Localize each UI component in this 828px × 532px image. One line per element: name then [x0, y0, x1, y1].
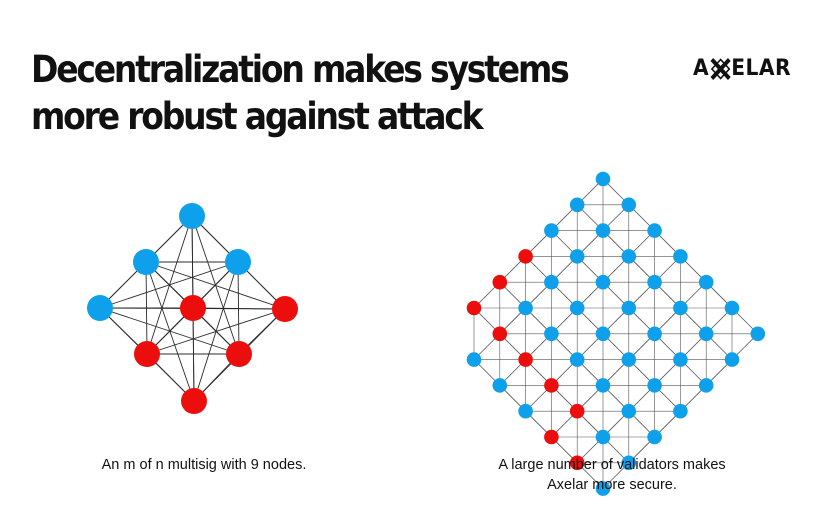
- validator-node: [673, 300, 688, 316]
- malicious-validator-node: [518, 352, 533, 367]
- validator-node: [544, 326, 559, 342]
- malicious-validator-node: [569, 403, 585, 419]
- honest-node: [225, 249, 251, 275]
- malicious-validator-node: [518, 249, 533, 264]
- validator-node: [698, 378, 714, 393]
- validator-node: [621, 455, 637, 471]
- validator-node: [595, 378, 611, 393]
- malicious-validator-node: [492, 274, 508, 290]
- logo-text-elar: ELAR: [731, 56, 792, 81]
- validator-node: [595, 171, 611, 187]
- multisig-edge: [237, 261, 240, 355]
- honest-node: [179, 203, 205, 229]
- validator-node: [647, 378, 662, 393]
- validator-node: [673, 352, 688, 367]
- page-title: Decentralization makes systems more robu…: [31, 46, 571, 140]
- multisig-network: [87, 203, 298, 414]
- validator-node: [595, 326, 611, 342]
- title-line-2: more robust against attack: [31, 94, 484, 138]
- malicious-validator-node: [544, 378, 559, 393]
- validator-node: [544, 223, 559, 238]
- validator-node: [569, 197, 585, 213]
- caption-validators-line-2: Axelar more secure.: [547, 477, 677, 493]
- validator-node: [647, 274, 662, 290]
- caption-validators: A large number of validators makes Axela…: [452, 455, 772, 495]
- validator-node: [698, 274, 714, 290]
- malicious-node: [226, 341, 252, 367]
- validator-node: [492, 378, 508, 393]
- logo-text-a: A: [693, 56, 710, 81]
- validator-node: [647, 326, 662, 342]
- validator-node: [595, 481, 611, 496]
- validator-node: [621, 403, 637, 419]
- validator-node: [595, 274, 611, 290]
- validator-node: [724, 300, 740, 316]
- validator-node: [569, 249, 585, 264]
- validator-node: [750, 326, 766, 342]
- validator-node: [544, 274, 559, 290]
- validator-node: [647, 429, 662, 445]
- malicious-validator-node: [569, 455, 585, 471]
- malicious-node: [180, 295, 206, 321]
- honest-node: [87, 295, 113, 321]
- validator-network: [466, 171, 766, 496]
- validator-node: [647, 223, 662, 238]
- multisig-edge: [146, 308, 286, 355]
- multisig-edge: [192, 307, 195, 402]
- malicious-node: [181, 388, 207, 414]
- validator-node: [673, 403, 688, 419]
- malicious-validator-node: [466, 300, 482, 316]
- validator-node: [673, 249, 688, 264]
- title-line-1: Decentralization makes systems: [31, 47, 570, 91]
- validator-node: [569, 352, 585, 367]
- malicious-node: [272, 296, 298, 322]
- validator-node: [569, 300, 585, 316]
- validator-node: [595, 223, 611, 238]
- validator-node: [595, 429, 611, 445]
- honest-node: [133, 249, 159, 275]
- axelar-logo: A ELAR: [693, 56, 791, 81]
- caption-validators-line-1: A large number of validators makes: [498, 457, 726, 473]
- validator-edges: [473, 178, 759, 489]
- validator-node: [466, 352, 482, 367]
- multisig-edge: [192, 307, 286, 310]
- multisig-edge: [99, 261, 239, 309]
- validator-node: [698, 326, 714, 342]
- validator-node: [724, 352, 740, 367]
- validator-node: [621, 352, 637, 367]
- validator-node: [518, 300, 533, 316]
- malicious-validator-node: [492, 326, 508, 342]
- x-logo-icon: [710, 57, 731, 80]
- validator-node: [518, 403, 533, 419]
- caption-multisig: An m of n multisig with 9 nodes.: [101, 457, 307, 473]
- malicious-node: [134, 341, 160, 367]
- malicious-validator-node: [544, 429, 559, 445]
- validator-node: [621, 197, 637, 213]
- validator-node: [621, 300, 637, 316]
- validator-node: [621, 249, 637, 264]
